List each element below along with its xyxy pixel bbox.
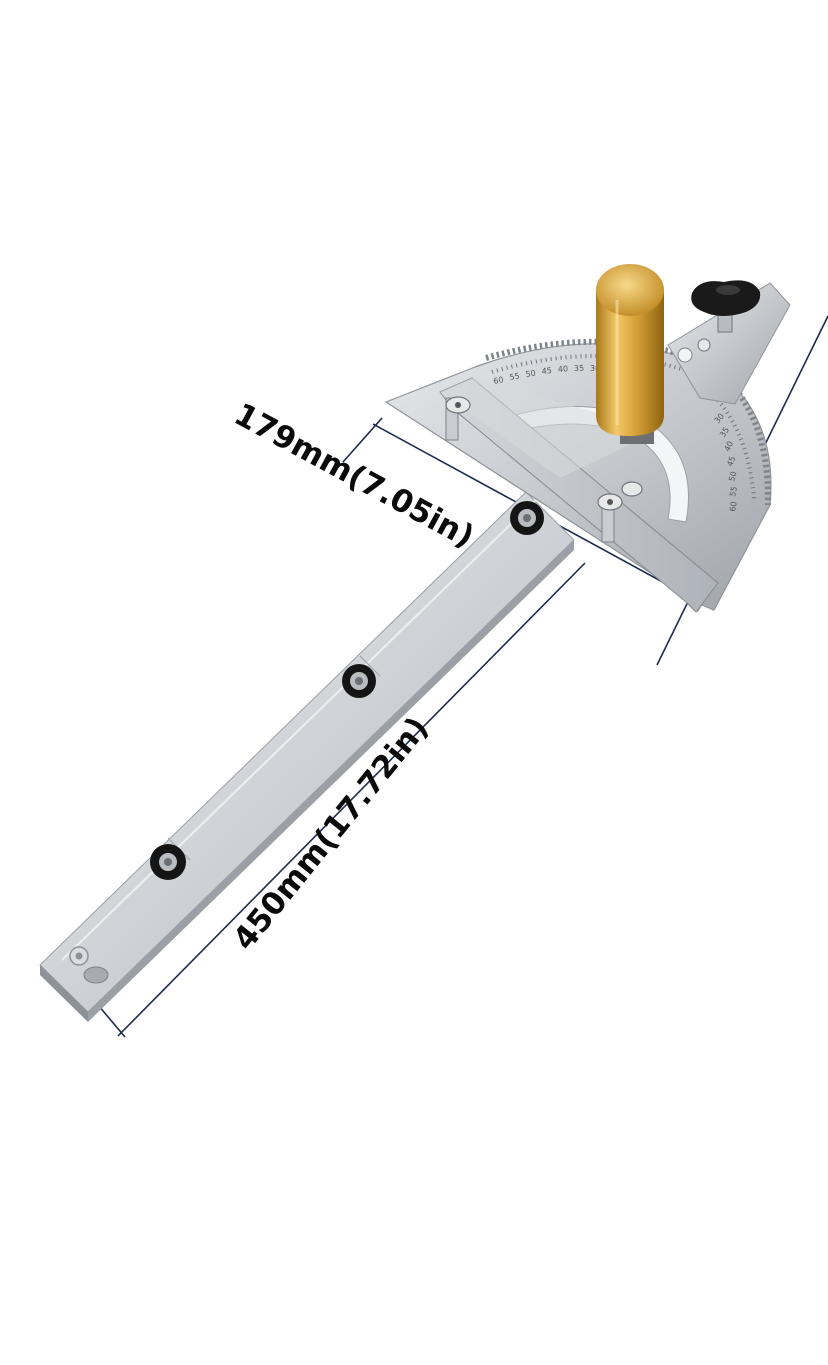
clamp-left — [445, 396, 471, 441]
gold-handle — [596, 264, 664, 444]
fence-plate — [439, 377, 719, 613]
right-scale-number: 45 — [725, 455, 737, 468]
top-scale-number: 60 — [493, 375, 505, 386]
right-scale-number: 55 — [728, 486, 739, 498]
length-dimension-lines — [97, 562, 586, 1038]
bar-end-screw — [69, 946, 89, 966]
top-scale-number: 40 — [558, 364, 569, 374]
top-scale: 60 55 50 45 40 35 30 — [493, 364, 601, 386]
top-scale-number: 30 — [590, 364, 600, 373]
bar-screw-bottom — [150, 844, 186, 880]
top-scale-number: 45 — [541, 366, 552, 376]
top-scale-number: 55 — [509, 371, 521, 382]
right-scale-number: 40 — [723, 440, 735, 453]
clamp-right — [597, 481, 643, 543]
bar-screw-top — [510, 501, 544, 535]
lock-knob — [691, 280, 761, 333]
top-scale-number: 35 — [574, 364, 584, 373]
right-scale-number: 50 — [727, 470, 738, 482]
aluminum-bar — [39, 487, 575, 1022]
top-scale-number: 50 — [525, 369, 536, 379]
right-scale-number: 60 — [728, 501, 739, 513]
bar-end-washer — [83, 966, 109, 984]
bar-screw-middle — [342, 664, 376, 698]
